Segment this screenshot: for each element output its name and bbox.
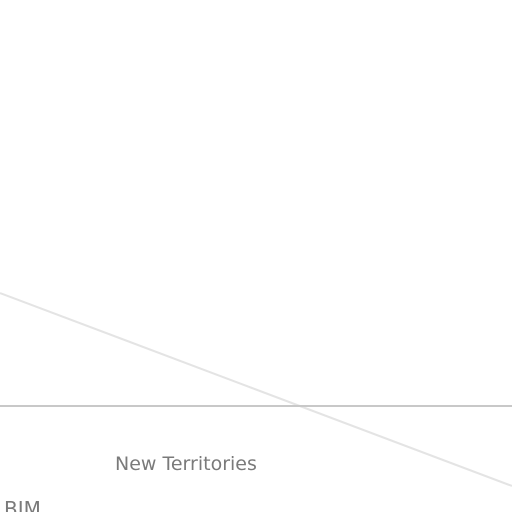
region-label-new-territories: New Territories bbox=[115, 453, 257, 475]
diagonal-road bbox=[0, 292, 512, 487]
partial-map-label: BIM bbox=[4, 497, 41, 512]
